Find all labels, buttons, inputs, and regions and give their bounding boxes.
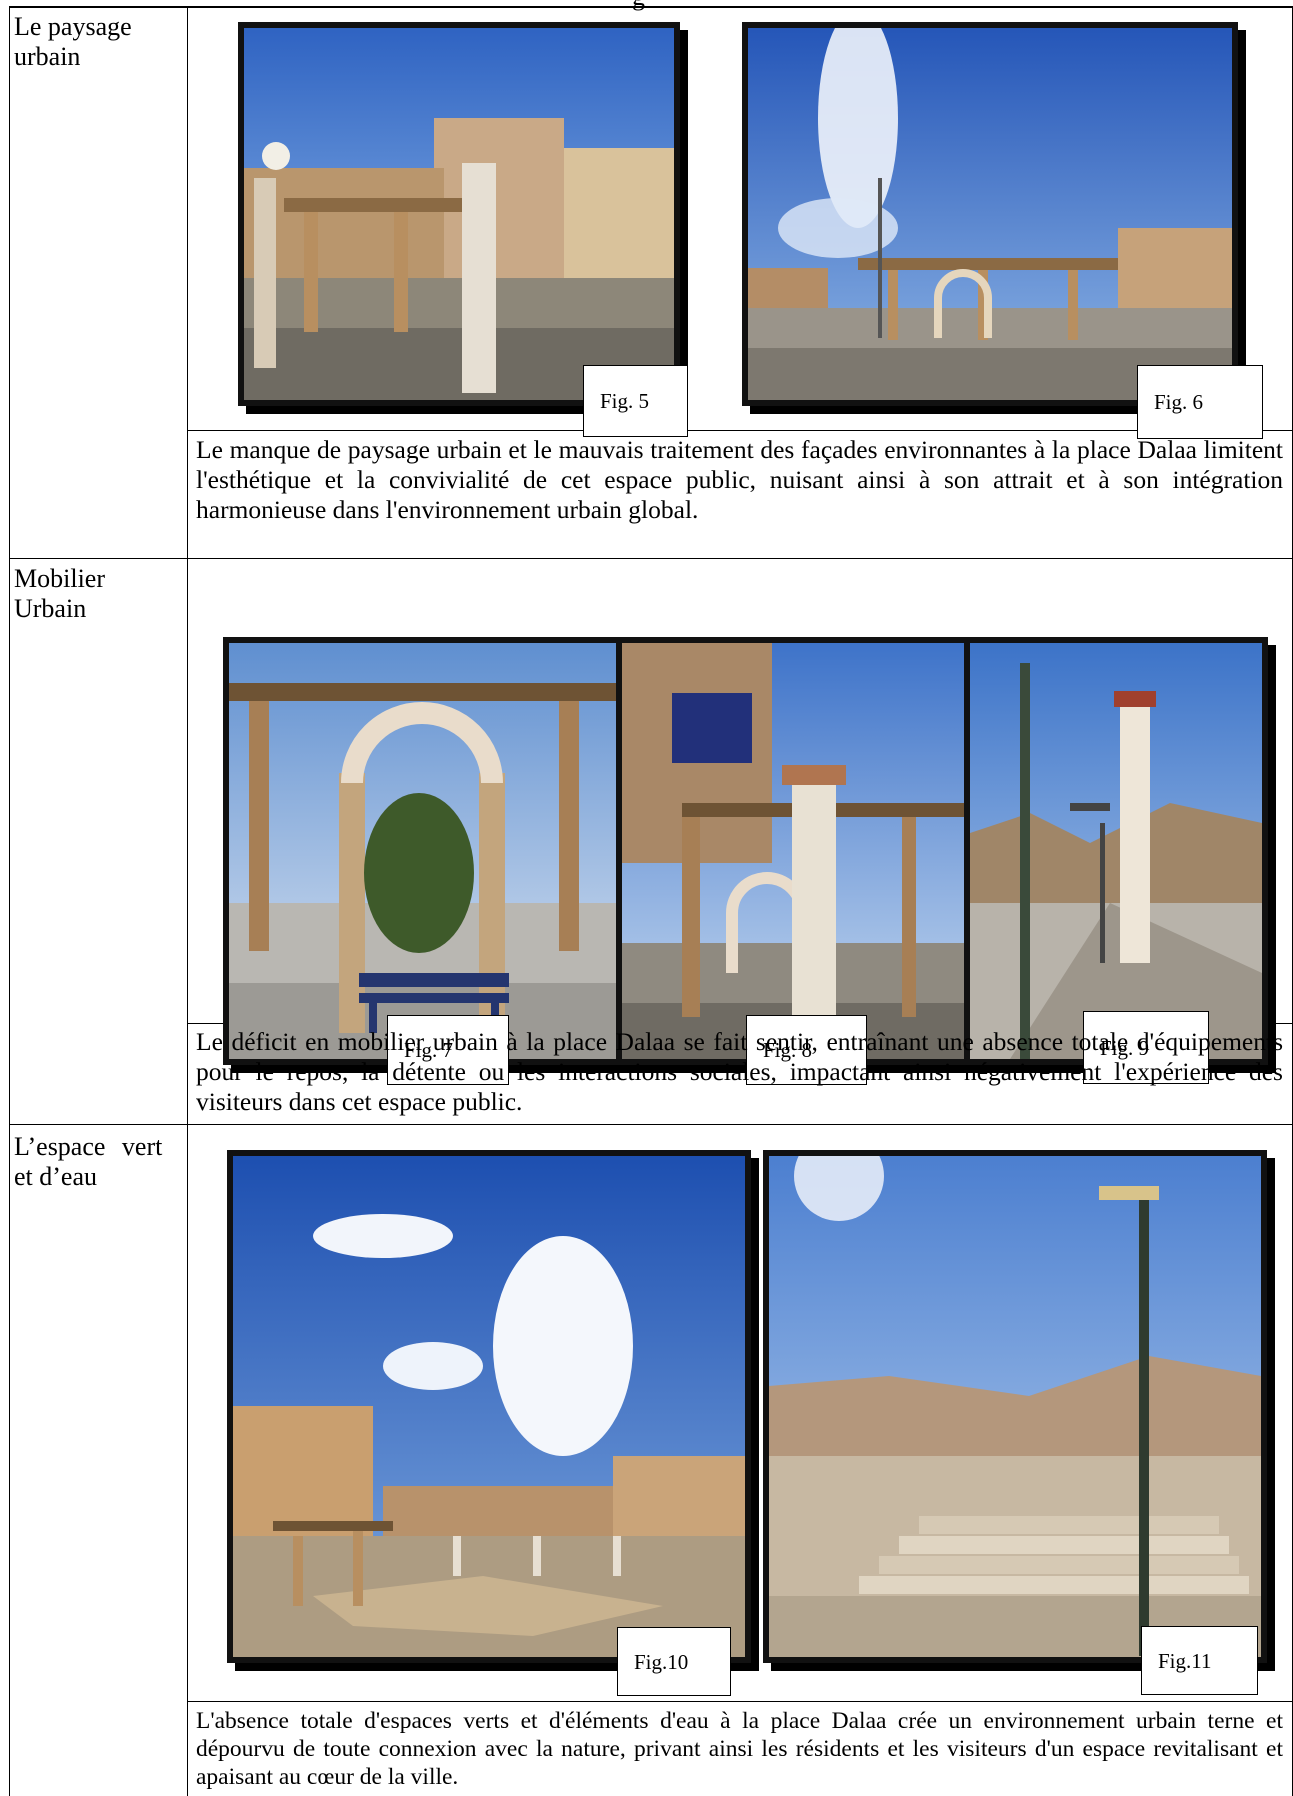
table-left-border xyxy=(9,6,10,1796)
row2-description: Le déficit en mobilier urbain à la place… xyxy=(196,1027,1283,1116)
column-divider xyxy=(187,6,188,1796)
cut-off-title: g xyxy=(632,0,645,10)
fig6-photo xyxy=(742,22,1238,406)
fig7-caption: Fig. 7 xyxy=(387,1015,509,1085)
fig9-photo xyxy=(964,637,1268,1065)
table-top-border xyxy=(9,6,1293,8)
row1-split-line xyxy=(187,430,1293,431)
fig5-photo xyxy=(238,22,680,406)
fig7-photo xyxy=(223,637,623,1065)
row-label-mobilier-urbain: Mobilier Urbain xyxy=(14,564,105,623)
row1-description: Le manque de paysage urbain et le mauvai… xyxy=(196,435,1283,524)
row-label-paysage-urbain: Le paysage urbain xyxy=(14,12,132,71)
fig10-caption: Fig.10 xyxy=(617,1627,731,1696)
row3-split-line xyxy=(187,1701,1293,1702)
row-label-espace-vert: L’espace vert et d’eau xyxy=(14,1132,163,1191)
fig8-caption: Fig. 8 xyxy=(746,1015,867,1085)
row3-description: L'absence totale d'espaces verts et d'él… xyxy=(196,1708,1283,1790)
fig10-photo xyxy=(227,1150,751,1663)
row2-bottom-border xyxy=(9,1124,1293,1125)
fig6-caption: Fig. 6 xyxy=(1137,365,1263,439)
fig9-caption: Fig. 9 xyxy=(1083,1011,1209,1084)
fig11-caption: Fig.11 xyxy=(1141,1626,1258,1695)
row1-bottom-border xyxy=(9,558,1293,559)
fig5-caption: Fig. 5 xyxy=(583,365,688,437)
fig8-photo xyxy=(616,637,972,1065)
fig11-photo xyxy=(763,1150,1267,1663)
